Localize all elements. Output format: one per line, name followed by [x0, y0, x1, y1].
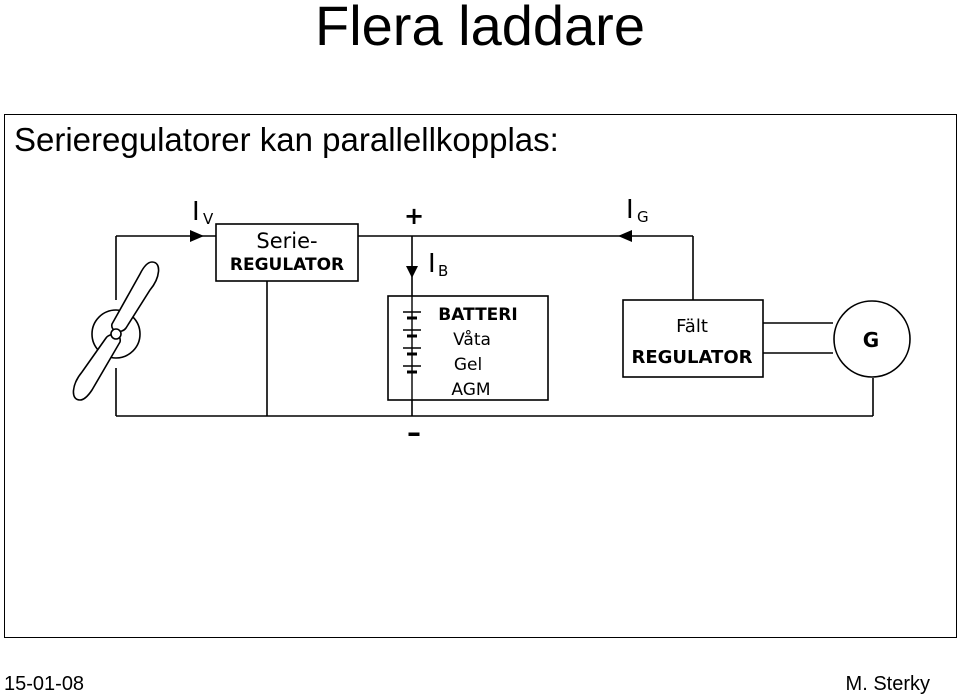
current-iv-sub: V: [203, 210, 214, 228]
falt-regulator-box: [622, 299, 764, 378]
serie-regulator-box: [215, 223, 359, 282]
current-iv-main: I: [192, 197, 200, 227]
generator-label: G: [863, 328, 879, 352]
current-ib-sub: B: [438, 262, 448, 280]
falt-regulator-line1: Fält: [676, 316, 708, 337]
battery-cells-icon: [403, 296, 421, 400]
arrow-iv-icon: [190, 230, 204, 242]
footer-author: M. Sterky: [845, 673, 930, 695]
battery-type-gel: Gel: [454, 355, 482, 375]
battery-title: BATTERI: [438, 305, 517, 325]
arrow-ib-icon: [406, 266, 418, 278]
minus-terminal-label: –: [407, 416, 421, 449]
current-ib-main: I: [428, 249, 436, 279]
arrow-ig-icon: [618, 230, 632, 242]
content-frame: [4, 114, 957, 638]
serie-regulator-line2: REGULATOR: [230, 255, 344, 275]
serie-regulator-line1: Serie-: [256, 229, 317, 253]
battery-type-agm: AGM: [451, 380, 490, 400]
slide-title: Flera laddare: [315, 0, 645, 57]
battery-type-vata: Våta: [453, 329, 491, 350]
falt-regulator-line2: REGULATOR: [632, 347, 753, 368]
wind-turbine-icon: [72, 261, 160, 401]
generator-icon: [833, 300, 911, 378]
footer-date: 15-01-08: [4, 673, 85, 695]
plus-terminal-label: +: [404, 202, 424, 230]
current-ig-main: I: [626, 195, 634, 225]
current-ig-sub: G: [637, 208, 649, 226]
slide-subtitle: Serieregulatorer kan parallellkopplas:: [14, 121, 559, 158]
